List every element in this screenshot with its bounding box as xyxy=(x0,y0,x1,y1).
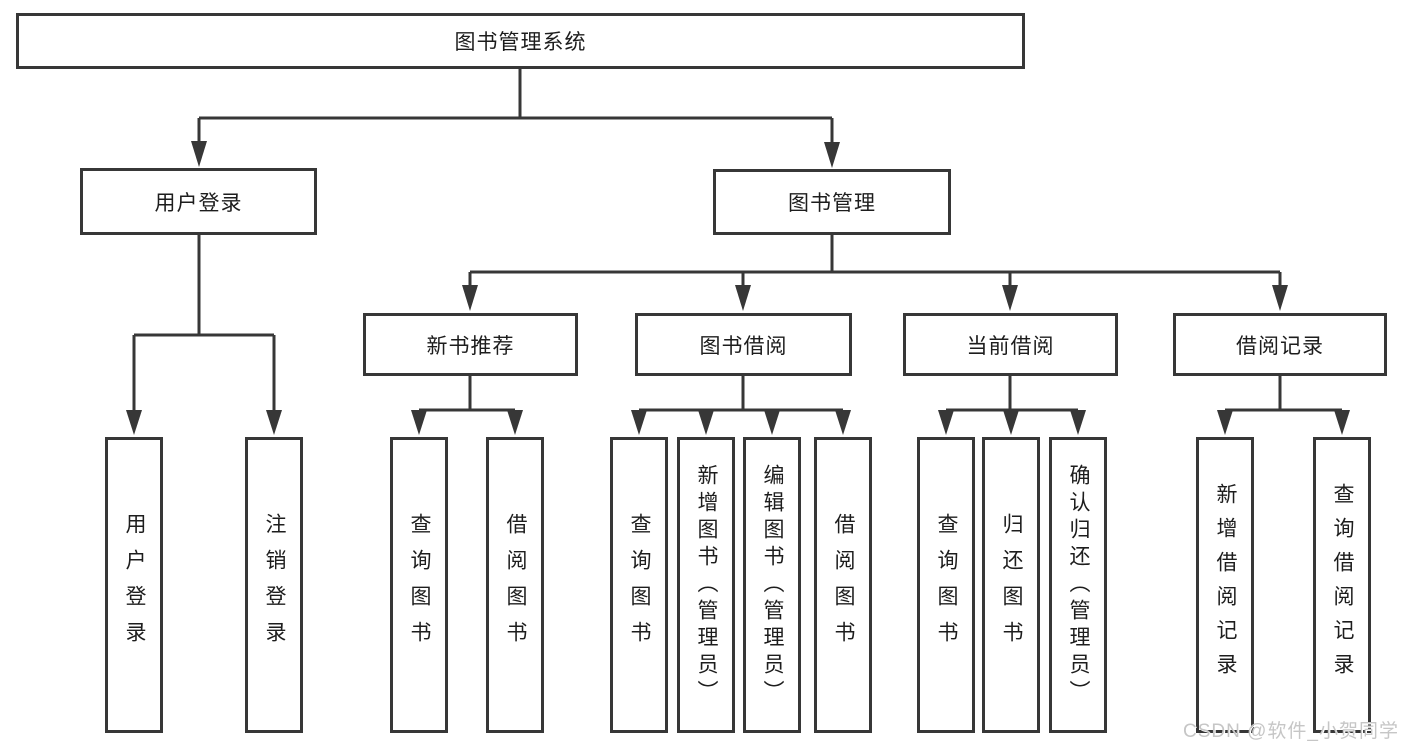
leaf-recommend-borrow-book-label: 借阅图书 xyxy=(504,513,527,657)
leaf-records-query-borrow-record-label: 查询借阅记录 xyxy=(1331,483,1354,687)
leaf-borrowing-add-book-admin-label: 新增图书（管理员） xyxy=(695,463,718,707)
leaf-logout: 注销登录 xyxy=(245,437,303,733)
node-book-management: 图书管理 xyxy=(713,169,951,235)
leaf-user-login-label: 用户登录 xyxy=(123,513,146,657)
node-new-book-recommendation-label: 新书推荐 xyxy=(426,334,515,358)
leaf-borrowing-add-book-admin: 新增图书（管理员） xyxy=(677,437,735,733)
leaf-borrowing-borrow-book: 借阅图书 xyxy=(814,437,872,733)
leaf-current-confirm-return-admin-label: 确认归还（管理员） xyxy=(1067,463,1090,707)
leaf-current-confirm-return-admin: 确认归还（管理员） xyxy=(1049,437,1107,733)
node-library-management-system: 图书管理系统 xyxy=(16,13,1025,69)
node-user-login: 用户登录 xyxy=(80,168,317,235)
leaf-borrowing-edit-book-admin: 编辑图书（管理员） xyxy=(743,437,801,733)
leaf-recommend-query-book: 查询图书 xyxy=(390,437,448,733)
leaf-logout-label: 注销登录 xyxy=(263,513,286,657)
node-borrowing-records: 借阅记录 xyxy=(1173,313,1387,376)
leaf-recommend-query-book-label: 查询图书 xyxy=(408,513,431,657)
node-library-management-system-label: 图书管理系统 xyxy=(454,31,587,54)
leaf-current-query-book: 查询图书 xyxy=(917,437,975,733)
node-new-book-recommendation: 新书推荐 xyxy=(363,313,578,376)
node-current-borrowing-label: 当前借阅 xyxy=(966,334,1055,358)
node-borrowing-records-label: 借阅记录 xyxy=(1236,334,1324,358)
node-book-borrowing-label: 图书借阅 xyxy=(699,334,788,358)
leaf-borrowing-query-book: 查询图书 xyxy=(610,437,668,733)
leaf-records-query-borrow-record: 查询借阅记录 xyxy=(1313,437,1371,733)
arrowhead-icons xyxy=(126,141,1350,435)
leaf-borrowing-borrow-book-label: 借阅图书 xyxy=(832,513,855,657)
leaf-current-return-book-label: 归还图书 xyxy=(1000,513,1023,657)
leaf-recommend-borrow-book: 借阅图书 xyxy=(486,437,544,733)
leaf-borrowing-edit-book-admin-label: 编辑图书（管理员） xyxy=(761,463,784,707)
node-current-borrowing: 当前借阅 xyxy=(903,313,1118,376)
leaf-user-login: 用户登录 xyxy=(105,437,163,733)
leaf-current-query-book-label: 查询图书 xyxy=(935,513,958,657)
leaf-records-add-borrow-record-label: 新增借阅记录 xyxy=(1214,483,1237,687)
node-book-management-label: 图书管理 xyxy=(788,192,876,215)
leaf-borrowing-query-book-label: 查询图书 xyxy=(628,513,651,657)
node-user-login-label: 用户登录 xyxy=(154,191,243,215)
node-book-borrowing: 图书借阅 xyxy=(635,313,852,376)
watermark-text: CSDN @软件_小贺同学 xyxy=(1183,721,1399,742)
leaf-records-add-borrow-record: 新增借阅记录 xyxy=(1196,437,1254,733)
leaf-current-return-book: 归还图书 xyxy=(982,437,1040,733)
